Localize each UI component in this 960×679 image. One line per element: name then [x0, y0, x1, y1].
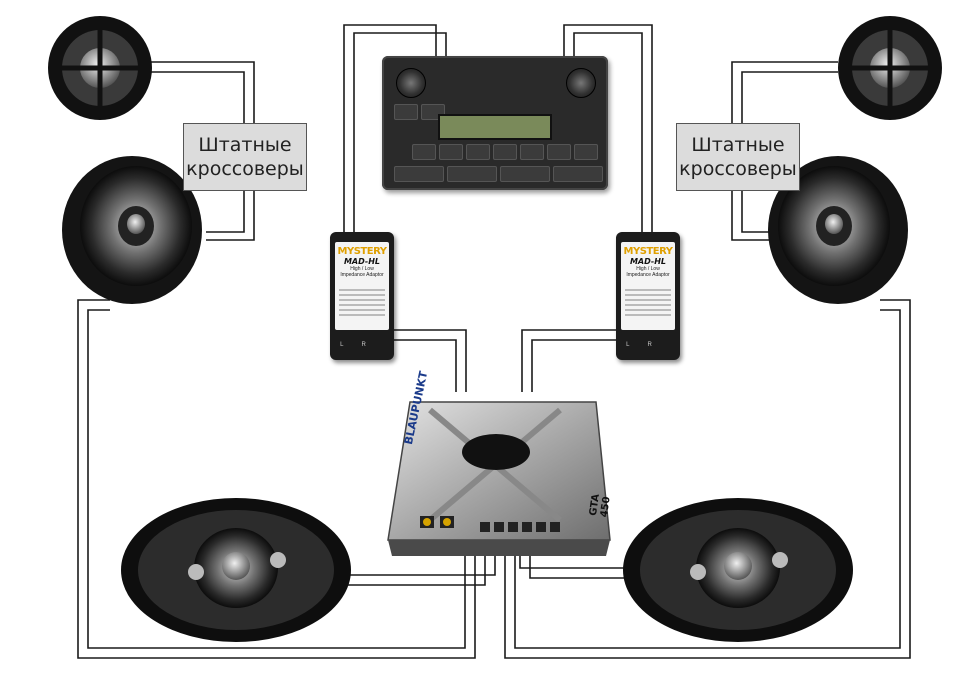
head-unit-button-row-top: [394, 104, 445, 120]
volume-knob: [396, 68, 426, 98]
adapter-right-model: MAD-HL: [629, 257, 667, 266]
head-unit: [382, 56, 608, 190]
rear-speaker-left: [121, 498, 351, 642]
crossover-label-left: Штатные кроссоверы: [183, 123, 307, 191]
tweeter-right: [838, 16, 942, 120]
wire: [521, 329, 616, 392]
adapter-right-wire-table: [625, 286, 671, 319]
tweeter-left: [48, 16, 152, 120]
wire: [504, 299, 911, 659]
wire: [514, 309, 901, 649]
adapter-right: MYSTERY MAD-HL High / Low Impedance Adap…: [616, 232, 680, 360]
adapter-left-model: MAD-HL: [343, 257, 381, 266]
adapter-right-port-r: R: [647, 342, 670, 348]
wire: [563, 24, 653, 236]
crossover-label-right: Штатные кроссоверы: [676, 123, 800, 191]
amplifier-model: GTA 450: [588, 493, 613, 519]
adapter-left-port-l: L: [340, 342, 362, 348]
adapter-right-subtitle-2: Impedance Adaptor: [626, 272, 670, 278]
adapter-right-port-l: L: [626, 342, 648, 348]
amplifier: BLAUPUNKT GTA 450: [388, 370, 613, 555]
adapter-left-brand: MYSTERY: [337, 246, 387, 257]
amplifier-body: [387, 401, 611, 556]
head-unit-button-row-bottom: [394, 166, 603, 182]
wire: [353, 32, 447, 236]
wire: [340, 555, 486, 586]
adapter-left-port-r: R: [361, 342, 384, 348]
head-unit-button-row-mid: [412, 144, 598, 160]
wire: [573, 32, 643, 236]
adapter-right-face: MYSTERY MAD-HL High / Low Impedance Adap…: [621, 242, 675, 330]
rear-speaker-right: [623, 498, 853, 642]
wire: [531, 339, 616, 392]
adapter-right-brand: MYSTERY: [623, 246, 673, 257]
wire: [77, 299, 476, 659]
adapter-left-wire-table: [339, 286, 385, 319]
wire: [529, 555, 640, 579]
head-unit-display: [438, 114, 552, 140]
adapter-left-face: MYSTERY MAD-HL High / Low Impedance Adap…: [335, 242, 389, 330]
crossover-label-right-line1: Штатные: [691, 134, 785, 156]
wire: [87, 309, 466, 649]
adapter-right-ports: LR: [616, 342, 680, 348]
wire: [392, 339, 457, 392]
adapter-left-subtitle-1: High / Low: [350, 266, 374, 272]
adapter-right-subtitle-1: High / Low: [636, 266, 660, 272]
front-speaker-right: [768, 156, 908, 304]
adapter-left: MYSTERY MAD-HL High / Low Impedance Adap…: [330, 232, 394, 360]
crossover-label-right-line2: кроссоверы: [679, 158, 797, 180]
tune-knob: [566, 68, 596, 98]
crossover-label-left-line2: кроссоверы: [186, 158, 304, 180]
wire: [519, 555, 640, 569]
wire: [343, 24, 437, 236]
wire: [392, 329, 467, 392]
adapter-left-ports: LR: [330, 342, 394, 348]
crossover-label-left-line1: Штатные: [198, 134, 292, 156]
wire: [340, 555, 496, 576]
adapter-left-subtitle-2: Impedance Adaptor: [340, 272, 384, 278]
front-speaker-left: [62, 156, 202, 304]
